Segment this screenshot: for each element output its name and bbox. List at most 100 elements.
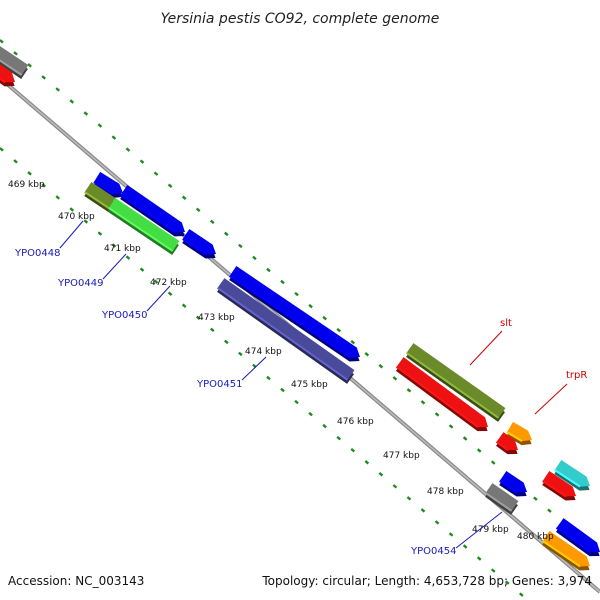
kbp-tick-label: 472 kbp [150, 278, 187, 288]
tick-dot [378, 364, 384, 369]
tick-dot [350, 447, 356, 453]
tick-dot [83, 219, 89, 224]
gene-trpR-body [506, 421, 532, 442]
tick-dot [139, 159, 145, 164]
tick-dot [505, 580, 510, 585]
gene-cyan-highlight [554, 469, 581, 488]
gene-red-right-highlight [542, 480, 567, 498]
tick-dot [125, 255, 131, 260]
gene-YPO0448-highlight [84, 191, 110, 209]
tick-dot [476, 556, 482, 561]
tick-dot [153, 279, 159, 284]
gene-red-right[interactable] [542, 471, 576, 501]
gene-label-ypo0448[interactable]: YPO0448 [14, 248, 60, 259]
kbp-tick-label: 470 kbp [58, 212, 95, 222]
tick-dot [97, 231, 103, 236]
gene-label-trpr[interactable]: trpR [566, 370, 587, 381]
tick-dot [209, 327, 215, 333]
gene-YPO0449[interactable] [108, 198, 180, 255]
gene-trpR[interactable] [506, 421, 532, 446]
tick-dot [420, 400, 426, 405]
gene-label-leader [59, 220, 84, 249]
gene-gray-top-highlight [0, 59, 23, 76]
tick-dot [448, 532, 454, 537]
gene-label-leader [469, 330, 503, 366]
gene-red-small[interactable] [495, 432, 518, 455]
kbp-tick-label: 476 kbp [337, 417, 374, 427]
gene-slt-body [406, 343, 506, 418]
gene-slt[interactable] [405, 343, 506, 422]
tick-dot [111, 243, 117, 248]
tick-dot [224, 339, 229, 345]
gene-label-leader [102, 253, 127, 280]
gene-YPO0449-highlight [108, 207, 174, 252]
tick-dot [41, 183, 46, 188]
tick-dot [83, 111, 89, 116]
tick-dot [69, 99, 75, 104]
tick-dot [392, 376, 398, 381]
kbp-tick-label: 473 kbp [198, 313, 235, 323]
tick-dot [280, 387, 285, 393]
tick-dot [167, 291, 173, 296]
gene-label-ypo0454[interactable]: YPO0454 [410, 546, 456, 557]
gene-YPO0451[interactable] [216, 278, 355, 384]
tick-dot [125, 147, 131, 152]
gene-label-leader [146, 285, 171, 312]
tick-dot [406, 496, 412, 501]
gene-label-ypo0451[interactable]: YPO0451 [196, 379, 242, 390]
gene-label-leader [534, 383, 568, 415]
gene-gray-top[interactable] [0, 45, 29, 79]
gene-blue-right[interactable] [555, 518, 600, 557]
gene-gray-479[interactable] [485, 483, 519, 515]
tick-dot [41, 75, 46, 80]
tick-dot [69, 207, 75, 212]
gene-red-mid[interactable] [395, 357, 488, 432]
gene-blue-2-highlight [120, 194, 176, 234]
tick-dot [462, 544, 468, 549]
gene-orange-right[interactable] [542, 531, 590, 571]
tick-dot [322, 315, 327, 321]
gene-red-top-highlight [0, 77, 6, 84]
gene-blue-2-body [120, 185, 185, 233]
gene-YPO0451-highlight [216, 287, 349, 381]
tick-dot [336, 435, 342, 441]
tick-dot [533, 496, 538, 501]
gene-label-ypo0450[interactable]: YPO0450 [101, 310, 147, 321]
gene-blue-3-body [229, 266, 360, 358]
tick-dot [336, 327, 342, 333]
gene-blue-1[interactable] [93, 171, 123, 198]
gene-label-slt[interactable]: slt [500, 318, 512, 329]
tick-dot [167, 183, 173, 188]
gene-YPO0454-highlight [499, 480, 518, 494]
gene-label-leader [241, 356, 267, 381]
gene-cyan[interactable] [554, 459, 590, 491]
gene-gray-479-highlight [485, 492, 513, 512]
gene-label-ypo0449[interactable]: YPO0449 [57, 278, 103, 289]
gene-blue-3[interactable] [229, 266, 360, 362]
gene-YPO0450[interactable] [182, 229, 216, 259]
tick-dot [448, 424, 454, 429]
tick-dot [224, 231, 229, 237]
gene-blue-3-highlight [229, 275, 351, 359]
tick-dot [280, 279, 285, 285]
kbp-tick-label: 480 kbp [517, 532, 554, 542]
tick-dot [266, 267, 271, 273]
kbp-tick-label: 474 kbp [245, 347, 282, 357]
gene-YPO0454-body [499, 471, 527, 493]
gene-blue-2[interactable] [120, 185, 185, 237]
gene-YPO0451-body [217, 278, 355, 380]
gene-features [0, 45, 600, 571]
tick-dot [392, 484, 398, 489]
gene-blue-1-highlight [93, 181, 114, 195]
gene-YPO0454[interactable] [499, 471, 527, 497]
tick-dot [238, 243, 243, 249]
gene-YPO0448[interactable] [84, 182, 116, 212]
tick-dot [195, 207, 201, 213]
gene-gray-top-body [0, 46, 29, 75]
gene-red-top[interactable] [0, 63, 15, 87]
tick-dot [462, 436, 468, 441]
gene-red-top-body [0, 64, 15, 83]
tick-dot [153, 171, 159, 176]
